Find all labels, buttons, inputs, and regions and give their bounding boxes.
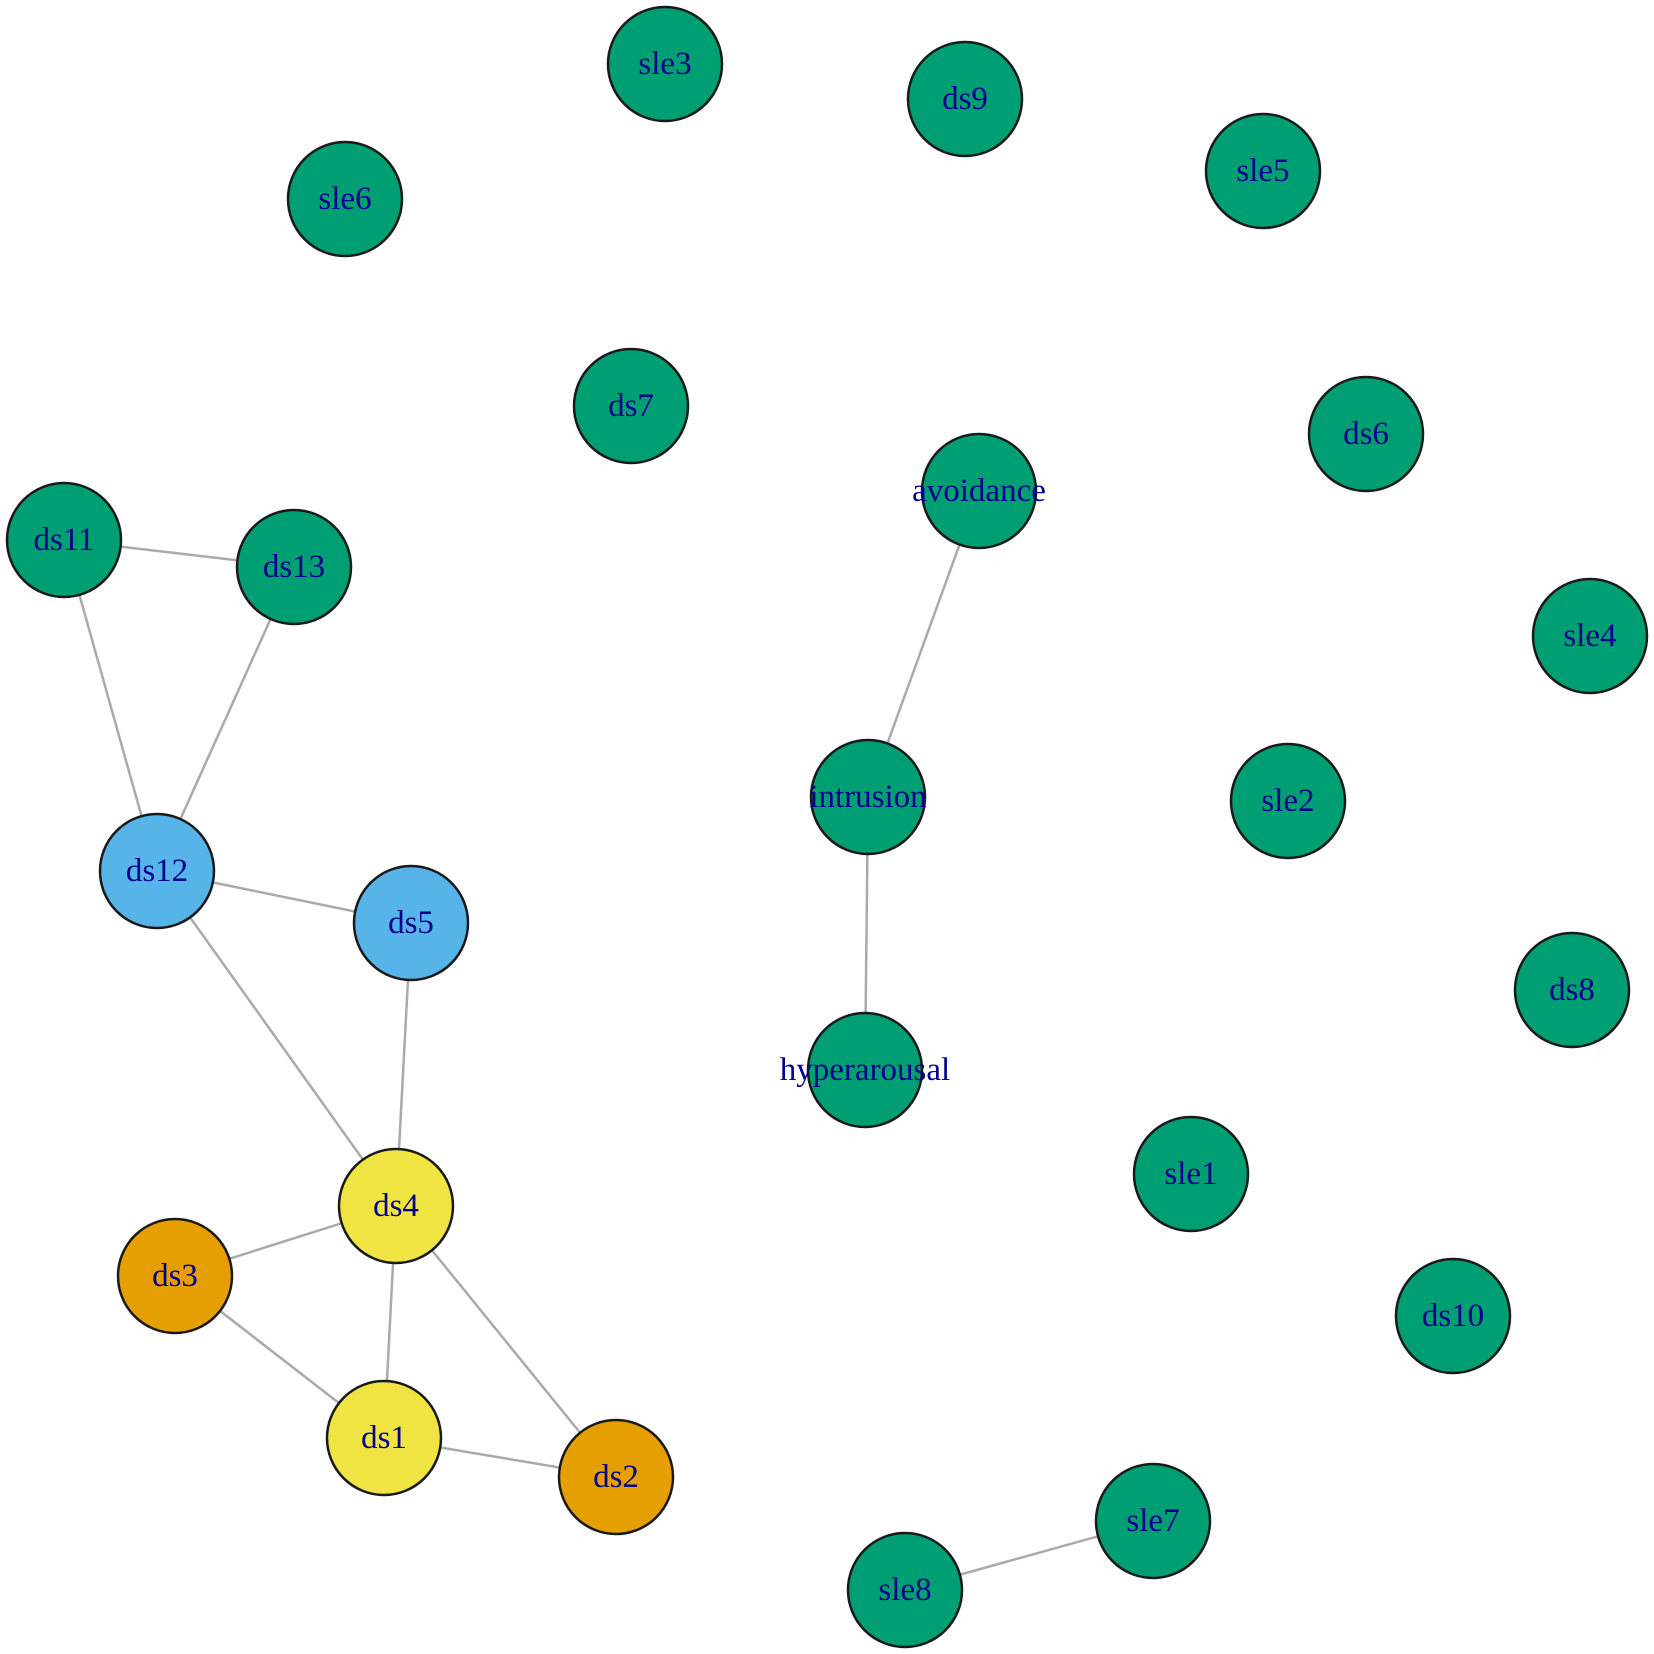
node-label-ds11: ds11: [33, 522, 94, 558]
node-ds7: ds7: [572, 347, 690, 465]
node-ds13: ds13: [235, 508, 353, 626]
node-circle-ds13: [235, 508, 353, 626]
node-circle-sle5: [1204, 112, 1322, 230]
node-circle-sle2: [1229, 742, 1347, 860]
nodes-layer: sle3 ds9 sle6 sle5 ds7 ds6 avoidance ds11 ds13 sl…: [5, 5, 1649, 1649]
node-circle-ds7: [572, 347, 690, 465]
node-circle-hyperarousal: [806, 1011, 924, 1129]
node-label-intrusion: intrusion: [809, 779, 926, 815]
node-label-sle2: sle2: [1261, 783, 1314, 819]
node-ds4: ds4: [337, 1147, 455, 1265]
node-label-ds12: ds12: [126, 853, 188, 889]
node-sle4: sle4: [1531, 577, 1649, 695]
node-label-sle7: sle7: [1126, 1503, 1179, 1539]
node-circle-sle3: [606, 5, 724, 123]
node-circle-ds3: [116, 1217, 234, 1335]
node-sle8: sle8: [846, 1531, 964, 1649]
node-ds2: ds2: [557, 1418, 675, 1536]
node-circle-ds11: [5, 481, 123, 599]
node-ds11: ds11: [5, 481, 123, 599]
node-label-ds13: ds13: [263, 549, 325, 585]
node-circle-ds10: [1394, 1257, 1512, 1375]
node-label-ds7: ds7: [608, 388, 654, 424]
node-sle7: sle7: [1094, 1462, 1212, 1580]
node-label-ds9: ds9: [942, 81, 988, 117]
node-label-sle5: sle5: [1236, 153, 1289, 189]
node-label-ds3: ds3: [152, 1258, 198, 1294]
node-label-hyperarousal: hyperarousal: [780, 1052, 950, 1088]
node-ds5: ds5: [352, 864, 470, 982]
node-circle-ds8: [1513, 931, 1631, 1049]
node-circle-ds5: [352, 864, 470, 982]
node-label-sle1: sle1: [1164, 1156, 1217, 1192]
node-intrusion: intrusion: [809, 738, 927, 856]
node-label-ds1: ds1: [361, 1420, 407, 1456]
node-sle1: sle1: [1132, 1115, 1250, 1233]
node-sle6: sle6: [286, 140, 404, 258]
node-circle-sle7: [1094, 1462, 1212, 1580]
node-label-sle8: sle8: [878, 1572, 931, 1608]
node-label-ds5: ds5: [388, 905, 434, 941]
node-avoidance: avoidance: [912, 432, 1046, 550]
node-sle2: sle2: [1229, 742, 1347, 860]
node-circle-intrusion: [809, 738, 927, 856]
node-circle-sle4: [1531, 577, 1649, 695]
node-ds12: ds12: [98, 812, 216, 930]
node-label-ds8: ds8: [1549, 972, 1595, 1008]
node-label-sle3: sle3: [638, 46, 691, 82]
node-ds10: ds10: [1394, 1257, 1512, 1375]
node-label-ds6: ds6: [1343, 416, 1389, 452]
node-circle-ds4: [337, 1147, 455, 1265]
node-hyperarousal: hyperarousal: [780, 1011, 950, 1129]
node-ds6: ds6: [1307, 375, 1425, 493]
node-label-ds10: ds10: [1422, 1298, 1484, 1334]
node-circle-ds1: [325, 1379, 443, 1497]
node-label-ds2: ds2: [593, 1459, 639, 1495]
node-ds9: ds9: [906, 40, 1024, 158]
node-circle-sle6: [286, 140, 404, 258]
node-circle-sle8: [846, 1531, 964, 1649]
node-circle-avoidance: [920, 432, 1038, 550]
edge-ds12-ds4: [155, 870, 398, 1207]
node-circle-ds9: [906, 40, 1024, 158]
node-ds8: ds8: [1513, 931, 1631, 1049]
node-circle-sle1: [1132, 1115, 1250, 1233]
node-ds3: ds3: [116, 1217, 234, 1335]
node-circle-ds2: [557, 1418, 675, 1536]
node-label-avoidance: avoidance: [912, 473, 1046, 509]
node-sle3: sle3: [606, 5, 724, 123]
node-label-sle6: sle6: [318, 181, 371, 217]
node-ds1: ds1: [325, 1379, 443, 1497]
node-circle-ds6: [1307, 375, 1425, 493]
node-label-ds4: ds4: [373, 1188, 419, 1224]
node-label-sle4: sle4: [1563, 618, 1616, 654]
node-sle5: sle5: [1204, 112, 1322, 230]
node-circle-ds12: [98, 812, 216, 930]
